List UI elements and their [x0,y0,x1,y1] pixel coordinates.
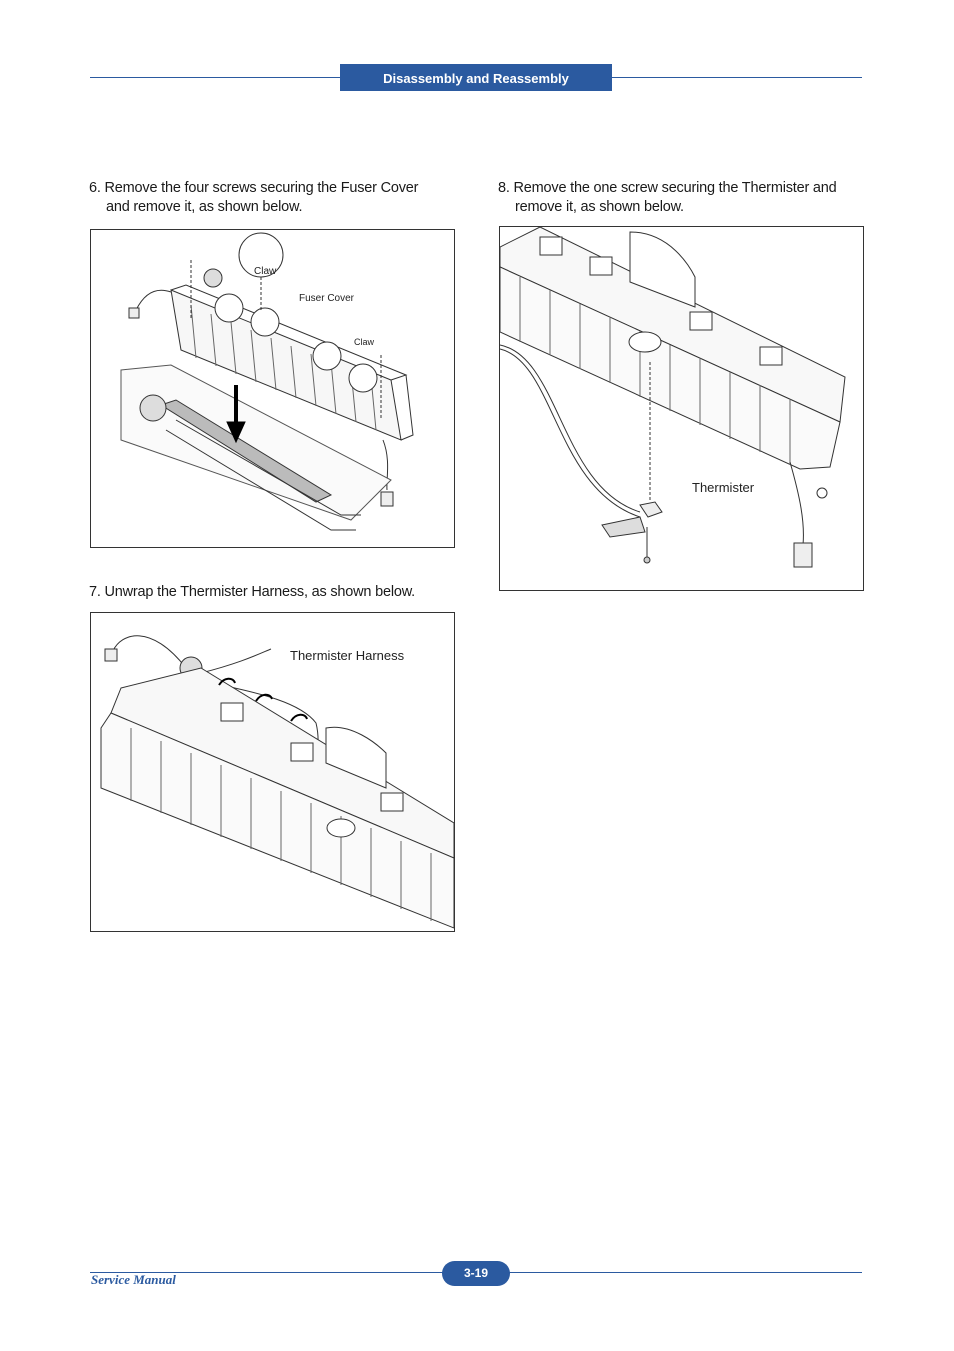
step-7-text: 7. Unwrap the Thermister Harness, as sho… [89,584,416,600]
label-claw-mid: Claw [354,337,375,347]
label-fuser-cover: Fuser Cover [299,293,355,304]
figure-thermister-harness: Thermister Harness [90,612,455,932]
header-rule-right [612,77,862,78]
label-thermister-harness: Thermister Harness [290,648,405,663]
step-6-text: 6. Remove the four screws securing the F… [89,180,419,215]
footer-manual-name: Service Manual [91,1272,176,1287]
thermister-harness-illustration [100,635,454,929]
fuser-cover-illustration [120,232,414,531]
label-thermister: Thermister [692,480,755,495]
page-number: 3-19 [442,1261,510,1286]
section-title: Disassembly and Reassembly [340,64,612,91]
thermister-illustration [500,227,846,568]
step-8-text: 8. Remove the one screw securing the The… [498,180,837,215]
label-claw-top: Claw [254,266,277,277]
header-rule-left [90,77,340,78]
figure-fuser-cover: Claw Fuser Cover Claw [90,229,455,548]
figure-thermister: Thermister [499,226,864,591]
